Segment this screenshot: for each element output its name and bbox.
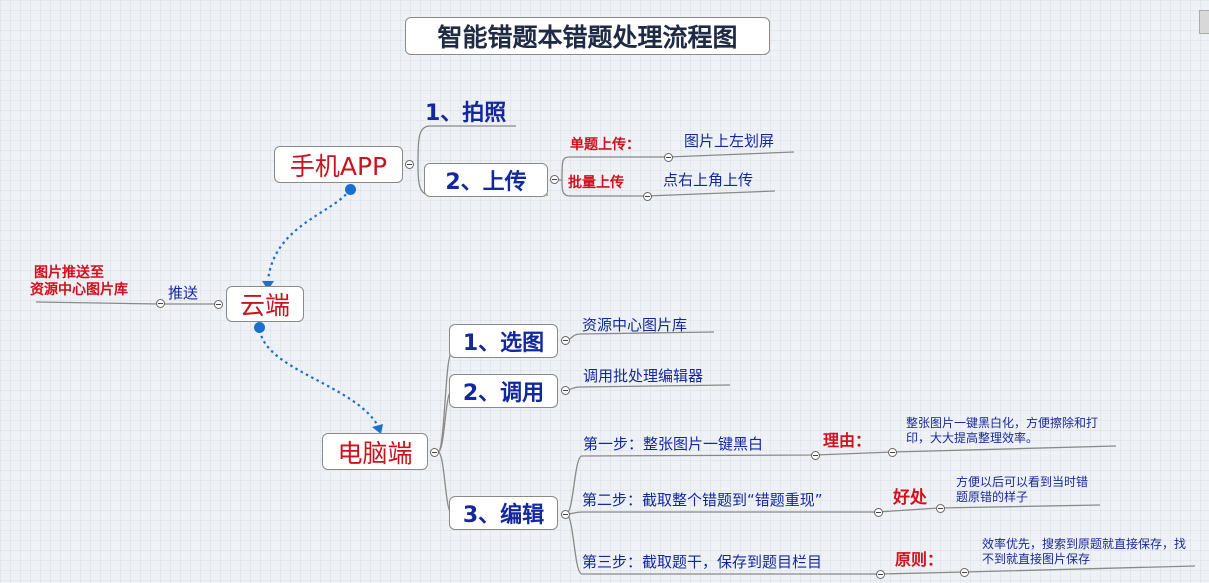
edit-collapse-icon[interactable] [561,510,570,519]
pc-node[interactable]: 电脑端 [322,433,428,470]
push-target-line2: 资源中心图片库 [30,282,128,298]
batch-upload-label: 批量上传 [568,175,624,191]
push-collapse-icon[interactable] [156,299,165,308]
step2-text: 第二步：截取整个错题到“错题重现” [582,491,823,509]
batch-upload-desc: 点右上角上传 [663,171,754,189]
step3-collapse-icon[interactable] [876,570,885,579]
select-image-desc: 资源中心图片库 [582,316,688,334]
step1-text: 第一步：整张图片一键黑白 [583,435,764,453]
edit-node[interactable]: 3、编辑 [449,496,558,530]
step3-label-collapse-icon[interactable] [960,568,969,577]
step2-label-collapse-icon[interactable] [936,504,945,513]
single-upload-collapse-icon[interactable] [664,153,673,162]
push-target-line1: 图片推送至 [34,265,104,281]
phone-app-collapse-icon[interactable] [405,160,414,169]
step2-note: 方便以后可以看到当时错题原错的样子 [956,475,1089,504]
step3-text: 第三步：截取题干，保存到题目栏目 [582,553,823,571]
pc-collapse-icon[interactable] [430,448,439,457]
single-upload-label: 单题上传： [570,137,640,153]
upload-node[interactable]: 2、上传 [424,163,548,197]
cloud-anchor-dot [254,322,265,333]
page-title: 智能错题本错题处理流程图 [405,17,770,55]
step3-label: 原则： [895,550,944,569]
upload-collapse-icon[interactable] [550,175,559,184]
cloud-collapse-icon[interactable] [214,300,223,309]
step3-note: 效率优先，搜索到原题就直接保存，找不到就直接图片保存 [982,537,1187,566]
invoke-node[interactable]: 2、调用 [449,374,558,408]
step1-note: 整张图片一键黑白化，方便擦除和打印，大大提高整理效率。 [906,416,1099,445]
step2-collapse-icon[interactable] [874,508,883,517]
step1-collapse-icon[interactable] [811,451,820,460]
step1-label: 理由： [823,431,872,450]
select-image-collapse-icon[interactable] [561,336,570,345]
side-panel-toggle-icon[interactable] [1199,10,1209,34]
phone-app-node[interactable]: 手机APP [274,146,403,183]
photo-node[interactable]: 1、拍照 [425,101,507,126]
push-label: 推送 [168,284,199,302]
step2-label: 好处 [893,488,927,508]
phone-app-anchor-dot [345,184,356,195]
single-upload-desc: 图片上左划屏 [684,132,775,150]
batch-upload-collapse-icon[interactable] [643,192,652,201]
select-image-node[interactable]: 1、选图 [449,324,558,358]
step1-label-collapse-icon[interactable] [888,448,897,457]
invoke-desc: 调用批处理编辑器 [583,367,704,385]
cloud-node[interactable]: 云端 [226,286,304,322]
invoke-collapse-icon[interactable] [561,386,570,395]
